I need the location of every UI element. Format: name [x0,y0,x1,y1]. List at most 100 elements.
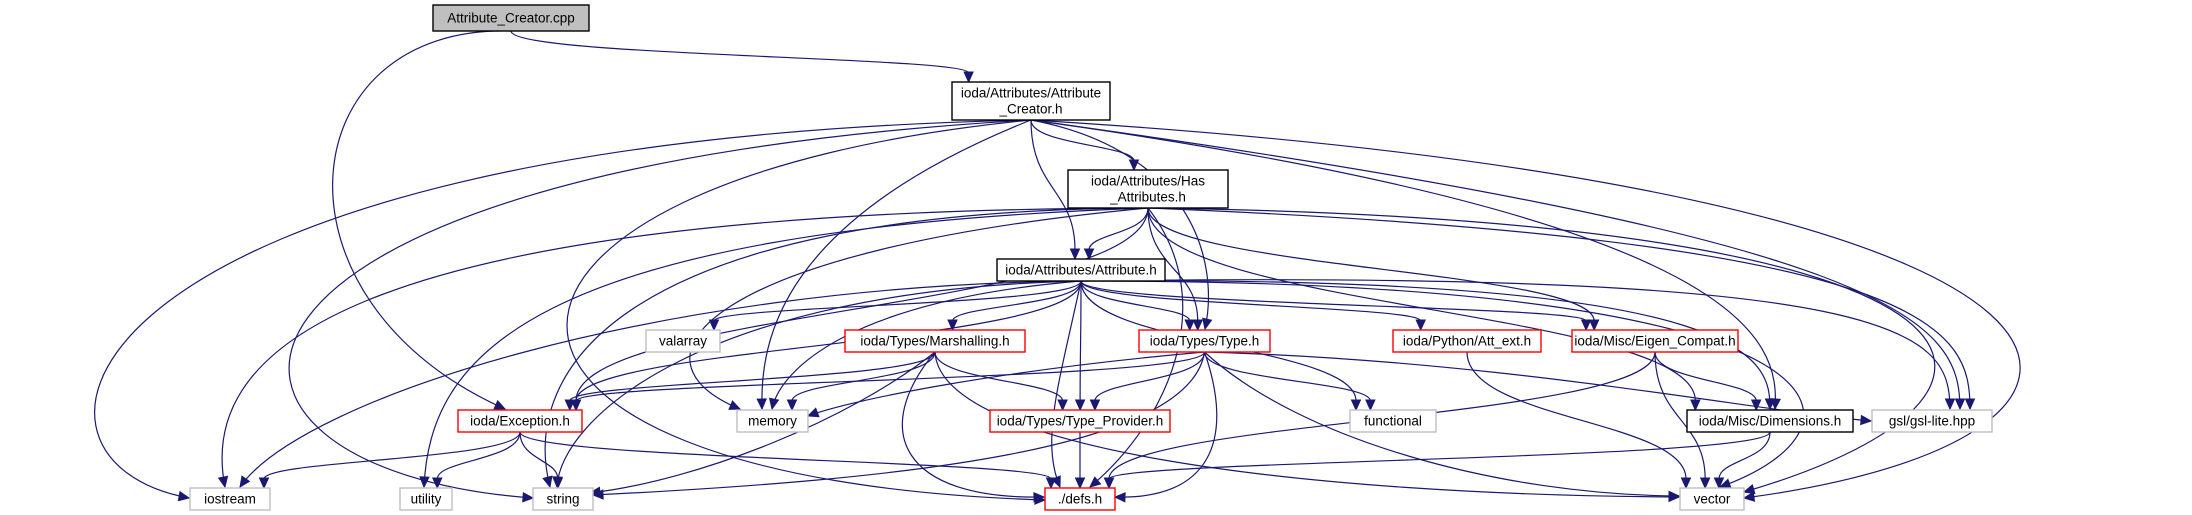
edge-line [332,30,512,410]
edge-line [1030,119,1135,162]
node-eigen-compat-h[interactable]: ioda/Misc/Eigen_Compat.h [1571,329,1739,353]
node-label: iostream [204,492,256,507]
node-string[interactable]: string [532,487,594,511]
edge-arrowhead [522,491,535,503]
node-defs-h[interactable]: ./defs.h [1044,487,1116,511]
edge-exception-h-to-iostream [258,431,521,490]
node-label: ioda/Misc/Eigen_Compat.h [1574,334,1735,349]
edge-line [934,351,1064,402]
edge-line [1088,207,1149,251]
edge-arrowhead [217,475,229,489]
edge-att-ext-h-to-vector [1466,351,1692,490]
edge-arrowhead [1074,477,1086,490]
node-box [989,409,1171,433]
edge-line [807,351,1205,417]
edge-attribute-creator-h-to-attribute-h [1030,119,1081,261]
edge-exception-h-to-defs-h [519,431,1057,490]
node-utility[interactable]: utility [399,487,453,511]
edge-line [569,351,936,402]
edge-arrowhead [591,489,604,500]
edge-attribute-creator-h-to-iostream [94,119,1032,502]
node-attribute-creator-cpp[interactable]: Attribute_Creator.cpp [432,4,590,32]
edge-line [1203,351,1371,402]
node-box [1679,487,1745,511]
edge-attribute-creator-cpp-to-exception-h [332,30,512,410]
edge-arrowhead [1103,477,1115,490]
edge-attribute-h-to-marshalling-h [947,280,1082,332]
edge-has-attributes-h-to-memory [689,207,1149,410]
node-memory[interactable]: memory [736,409,809,433]
edge-attribute-h-to-gsl-lite-hpp [1080,279,1956,411]
edge-arrowhead [947,319,958,332]
node-attribute-h[interactable]: ioda/Attributes/Attribute.h [996,258,1166,282]
node-has-attributes-h[interactable]: ioda/Attributes/Has_Attributes.h [1067,169,1229,209]
edge-marshalling-h-to-memory [786,351,936,412]
node-valarray[interactable]: valarray [645,329,721,353]
edge-line [510,30,970,74]
node-vector[interactable]: vector [1679,487,1745,511]
edge-line [951,280,1082,322]
edge-type-h-to-exception-h [570,351,1206,412]
edge-line [566,119,1046,501]
edge-attribute-h-to-type-provider-h [1074,280,1086,412]
edge-has-attributes-h-to-exception-h [570,207,1149,412]
node-type-provider-h[interactable]: ioda/Types/Type_Provider.h [989,409,1171,433]
node-box [736,409,809,433]
edge-line [592,351,1206,496]
edge-line [1094,351,1206,402]
node-attribute-creator-h[interactable]: ioda/Attributes/Attribute_Creator.h [951,81,1111,121]
edge-line [1030,119,1776,410]
node-label: ioda/Exception.h [470,414,570,429]
node-box [532,487,594,511]
edge-arrowhead [1113,492,1126,503]
node-dimensions-h[interactable]: ioda/Misc/Dimensions.h [1686,409,1854,433]
node-box [399,487,453,511]
edge-attribute-creator-h-to-gsl-lite-hpp [1030,119,1966,411]
node-label: gsl/gsl-lite.hpp [1889,414,1975,429]
edge-arrowhead [1699,477,1711,490]
edge-attribute-creator-h-to-string [288,119,1032,503]
edge-arrowhead [1750,399,1762,412]
node-label: ioda/Python/Att_ext.h [1403,334,1531,349]
edge-line [791,351,936,402]
edge-line [1654,351,1757,402]
edge-arrowhead [1365,399,1376,412]
node-box [1686,409,1854,433]
node-box [1871,409,1993,433]
edge-line [1080,279,1951,410]
node-functional[interactable]: functional [1349,409,1437,433]
edge-attribute-creator-h-to-memory [756,119,1032,411]
edge-arrowhead [1074,399,1086,412]
edge-line [94,119,1032,499]
node-gsl-lite-hpp[interactable]: gsl/gsl-lite.hpp [1871,409,1993,433]
node-exception-h[interactable]: ioda/Exception.h [457,409,583,433]
edge-arrowhead [1742,484,1756,495]
edge-arrowhead [963,71,974,84]
edge-has-attributes-h-to-vector [1147,207,1936,495]
edge-arrowhead [708,319,720,332]
node-type-h[interactable]: ioda/Types/Type.h [1138,329,1271,353]
node-marshalling-h[interactable]: ioda/Types/Marshalling.h [844,329,1026,353]
edge-arrowhead [1045,477,1057,490]
edge-line [713,280,1082,322]
edge-line [1147,207,1696,402]
edge-arrowhead [493,399,507,410]
edge-line [901,351,1045,498]
edge-line [1079,280,1082,402]
edge-attribute-creator-cpp-to-attribute-creator-h [510,30,974,84]
edge-has-attributes-h-to-attribute-h [1083,207,1149,261]
edge-exception-h-to-string [519,431,564,490]
node-label: valarray [659,334,707,349]
edge-type-h-to-functional [1203,351,1376,412]
node-iostream[interactable]: iostream [189,487,271,511]
edge-arrowhead [1742,491,1756,502]
edge-type-h-to-memory [806,351,1205,418]
edge-arrowhead [1690,399,1701,412]
edge-line [689,207,1149,410]
edge-exception-h-to-utility [432,431,521,490]
edge-line [556,280,1082,488]
node-att-ext-h[interactable]: ioda/Python/Att_ext.h [1392,329,1542,353]
edge-line [1089,207,1184,488]
edge-arrowhead [1764,398,1776,411]
